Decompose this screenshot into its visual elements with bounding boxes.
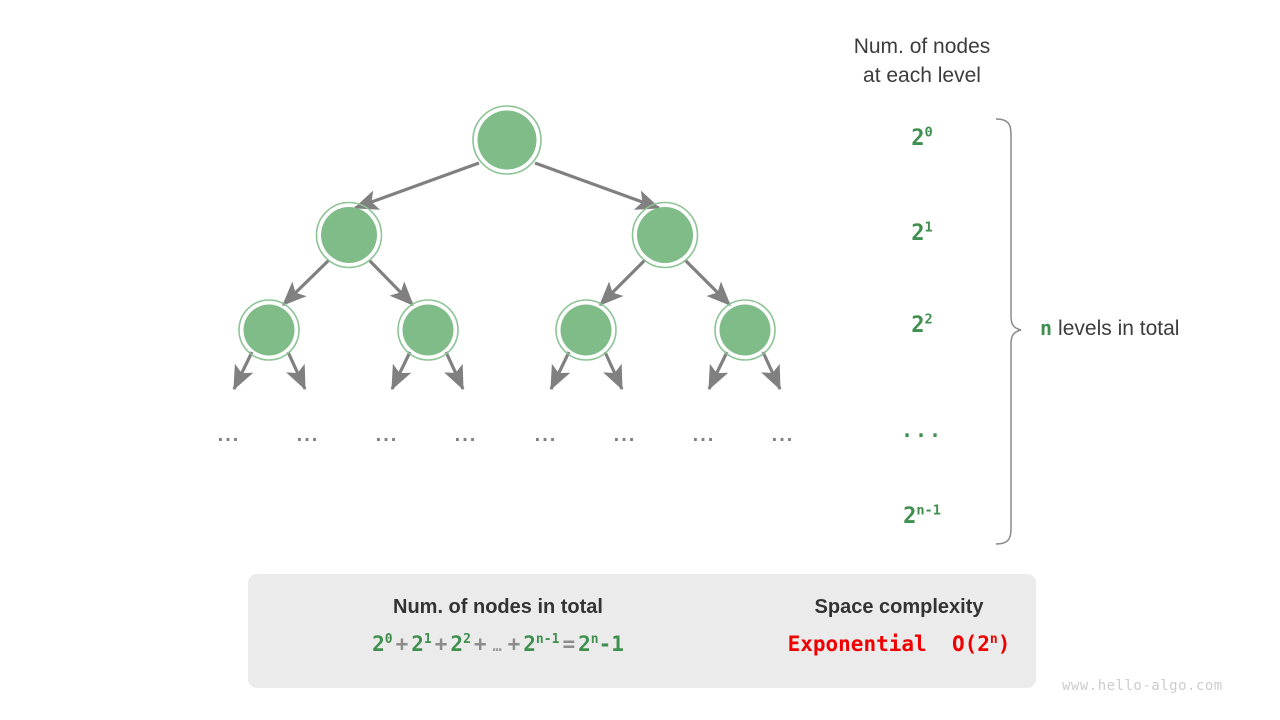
tree-ellipsis: ... — [613, 424, 637, 446]
level-count-label-1: 21 — [862, 221, 982, 246]
edge-l2a-left — [232, 351, 254, 391]
level-count-exponent: 1 — [924, 219, 933, 236]
tree-ellipsis: ... — [771, 424, 795, 446]
formula-op-0: + — [395, 632, 409, 656]
tree-ellipsis: ... — [217, 424, 241, 446]
level-count-base: ... — [900, 418, 944, 442]
tree-ellipsis: ... — [534, 424, 558, 446]
edge-l2c-right — [603, 351, 624, 391]
edge-l1a-left — [281, 258, 331, 307]
space-complexity-value: Exponential O(2n) — [768, 632, 1030, 656]
tree-ellipsis: ... — [454, 424, 478, 446]
level-count-base: 2 — [911, 221, 925, 246]
levels-total-text: levels in total — [1058, 317, 1180, 340]
tree-node-l2-0[interactable] — [238, 299, 300, 361]
tree-edges — [232, 161, 782, 391]
levels-brace — [995, 118, 1022, 545]
level-count-exponent: 2 — [924, 311, 933, 328]
formula-equals: = — [562, 632, 576, 656]
summary-right-group: Space complexity Exponential O(2n) — [768, 596, 1030, 656]
edge-l1b-left — [598, 258, 647, 307]
complexity-notation: O(2n) — [951, 632, 1011, 656]
level-count-exponent: 0 — [924, 124, 933, 141]
column-header-nodes-per-level: Num. of nodes at each level — [853, 35, 991, 87]
level-count-base: 2 — [911, 126, 925, 151]
formula-term-1: 21 — [411, 632, 432, 656]
tree-node-l2-2[interactable] — [555, 299, 617, 361]
edge-l2d-right — [761, 351, 782, 391]
tree-node-root[interactable] — [472, 105, 542, 175]
levels-variable: n — [1040, 316, 1053, 340]
level-count-label-ellipsis: ... — [862, 418, 982, 442]
edge-l2c-left — [549, 351, 571, 391]
tree-ellipsis: ... — [296, 424, 320, 446]
tree-node-l2-3[interactable] — [714, 299, 776, 361]
edge-l1a-right — [367, 258, 415, 307]
formula-term-last: 2n-1 — [523, 632, 560, 656]
tree-node-l2-1[interactable] — [397, 299, 459, 361]
summary-panel — [248, 574, 1036, 688]
edge-l2b-left — [390, 351, 412, 391]
total-nodes-formula: 20+21+22+…+2n-1=2n-1 — [268, 632, 728, 656]
level-count-label-last: 2n-1 — [862, 504, 982, 529]
level-count-label-2: 22 — [862, 313, 982, 338]
total-nodes-title: Num. of nodes in total — [393, 596, 603, 618]
formula-term-0: 20 — [372, 632, 393, 656]
tree-node-l1-1[interactable] — [631, 201, 699, 269]
space-complexity-title: Space complexity — [814, 596, 984, 618]
tree-ellipsis: ... — [692, 424, 716, 446]
formula-result: 2n-1 — [578, 632, 624, 656]
edge-l2a-right — [286, 351, 307, 391]
formula-term-2: 22 — [450, 632, 471, 656]
formula-op-3: + — [507, 632, 521, 656]
level-count-label-0: 20 — [862, 126, 982, 151]
formula-ellipsis: … — [492, 637, 502, 655]
edge-l2d-left — [707, 351, 729, 391]
tree-node-l1-0[interactable] — [315, 201, 383, 269]
edge-l2b-right — [444, 351, 465, 391]
edge-root-left — [353, 161, 480, 210]
edge-root-right — [534, 161, 661, 210]
tree-ellipsis: ... — [375, 424, 399, 446]
level-count-exponent: n-1 — [916, 502, 941, 519]
edge-l1b-right — [683, 258, 732, 307]
formula-op-1: + — [434, 632, 448, 656]
tree-nodes — [238, 105, 776, 361]
watermark: www.hello-algo.com — [1062, 678, 1223, 694]
level-count-base: 2 — [911, 313, 925, 338]
complexity-name: Exponential — [787, 632, 927, 656]
summary-left-group: Num. of nodes in total 20+21+22+…+2n-1=2… — [268, 596, 728, 656]
formula-op-2: + — [473, 632, 487, 656]
level-count-base: 2 — [903, 504, 917, 529]
